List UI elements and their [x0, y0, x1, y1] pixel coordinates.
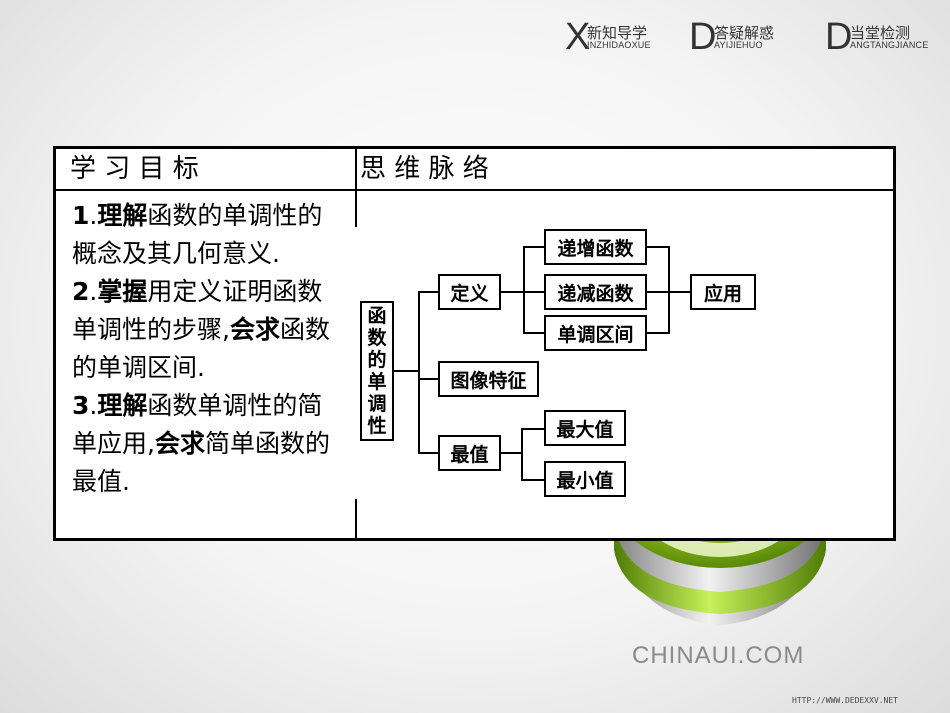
map-connector: [647, 332, 669, 334]
header-divider: [56, 189, 893, 191]
map-connector: [418, 291, 438, 293]
nav-letter: D: [825, 16, 853, 58]
goal-item: 2.掌握用定义证明函数单调性的步骤,会求函数的单调区间.: [72, 273, 342, 387]
map-connector: [501, 291, 524, 293]
root-char: 性: [367, 415, 387, 437]
nav-letter: D: [689, 16, 717, 58]
map-node-decreasing: 递减函数: [544, 274, 647, 310]
goal-text: .: [89, 391, 98, 420]
map-connector: [521, 479, 544, 481]
map-connector: [523, 291, 544, 293]
goal-number: 1: [72, 201, 90, 230]
map-connector: [668, 246, 670, 334]
goal-number: 2: [72, 277, 90, 306]
map-node-graph: 图像特征: [438, 361, 539, 397]
map-node-root: 函 数 的 单 调 性: [360, 301, 394, 441]
goal-keyword: 理解: [97, 391, 148, 420]
nav-item-dangtang[interactable]: D 当堂检测 ANGTANGJIANCE: [825, 18, 945, 58]
nav-pinyin: AYIJIEHUO: [714, 40, 763, 50]
map-connector: [521, 428, 523, 480]
goal-keyword: 理解: [97, 201, 148, 230]
goal-item: 1.理解函数的单调性的概念及其几何意义.: [72, 197, 342, 273]
map-connector: [418, 452, 438, 454]
map-node-interval: 单调区间: [544, 315, 647, 351]
nav-pinyin: ANGTANGJIANCE: [850, 40, 929, 50]
goal-text: 函数的单调区间.: [72, 315, 330, 382]
learning-goals-header: 学 习 目 标: [70, 154, 199, 184]
goal-text: 用定义证明函数单调性的步骤,: [72, 277, 323, 344]
map-connector: [647, 246, 669, 248]
map-node-definition: 定义: [438, 274, 501, 310]
learning-goals-list: 1.理解函数的单调性的概念及其几何意义. 2.掌握用定义证明函数单调性的步骤,会…: [72, 197, 342, 501]
root-char: 单: [367, 371, 387, 393]
map-connector: [394, 370, 419, 372]
goal-number: 3: [72, 391, 90, 420]
root-char: 的: [367, 349, 387, 371]
root-char: 函: [367, 305, 387, 327]
brand-watermark: CHINAUI.COM: [632, 642, 805, 669]
goal-keyword: 掌握: [97, 277, 148, 306]
nav-item-xinzhi[interactable]: X 新知导学 INZHIDAOXUE: [565, 18, 675, 58]
goal-keyword: 会求: [154, 429, 205, 458]
map-connector: [501, 452, 522, 454]
goal-item: 3.理解函数单调性的简单应用,会求简单函数的最值.: [72, 387, 342, 501]
thinking-context-header: 思 维 脉 络: [360, 154, 489, 184]
concept-map: 函 数 的 单 调 性 定义 图像特征 最值 递增函数 递减函数 单调区间 应用…: [354, 227, 758, 499]
map-node-extreme: 最值: [438, 435, 501, 471]
map-node-increasing: 递增函数: [544, 229, 647, 265]
goal-text: 函数单调性的简单应用,: [72, 391, 323, 458]
map-connector: [523, 246, 525, 333]
map-node-max: 最大值: [544, 410, 626, 446]
nav-label: 新知导学: [587, 24, 648, 42]
goal-text: .: [89, 201, 98, 230]
nav-label: 答疑解惑: [714, 24, 775, 42]
root-char: 数: [367, 327, 387, 349]
map-node-application: 应用: [690, 274, 756, 310]
map-connector: [418, 378, 438, 380]
map-connector: [418, 291, 420, 453]
nav-pinyin: INZHIDAOXUE: [587, 40, 651, 50]
url-watermark: HTTP://WWW.DEDEXXV.NET: [792, 696, 898, 705]
nav-item-dayi[interactable]: D 答疑解惑 AYIJIEHUO: [689, 18, 799, 58]
goal-keyword: 会求: [229, 315, 280, 344]
map-connector: [523, 332, 544, 334]
nav-letter: X: [565, 16, 591, 58]
goal-text: 函数的单调性的概念及其几何意义.: [72, 201, 323, 268]
goal-text: 简单函数的最值.: [72, 429, 330, 496]
map-node-min: 最小值: [544, 461, 626, 497]
map-connector: [521, 428, 544, 430]
goal-text: .: [89, 277, 98, 306]
root-char: 调: [367, 393, 387, 415]
nav-label: 当堂检测: [850, 24, 911, 42]
map-connector: [523, 246, 544, 248]
